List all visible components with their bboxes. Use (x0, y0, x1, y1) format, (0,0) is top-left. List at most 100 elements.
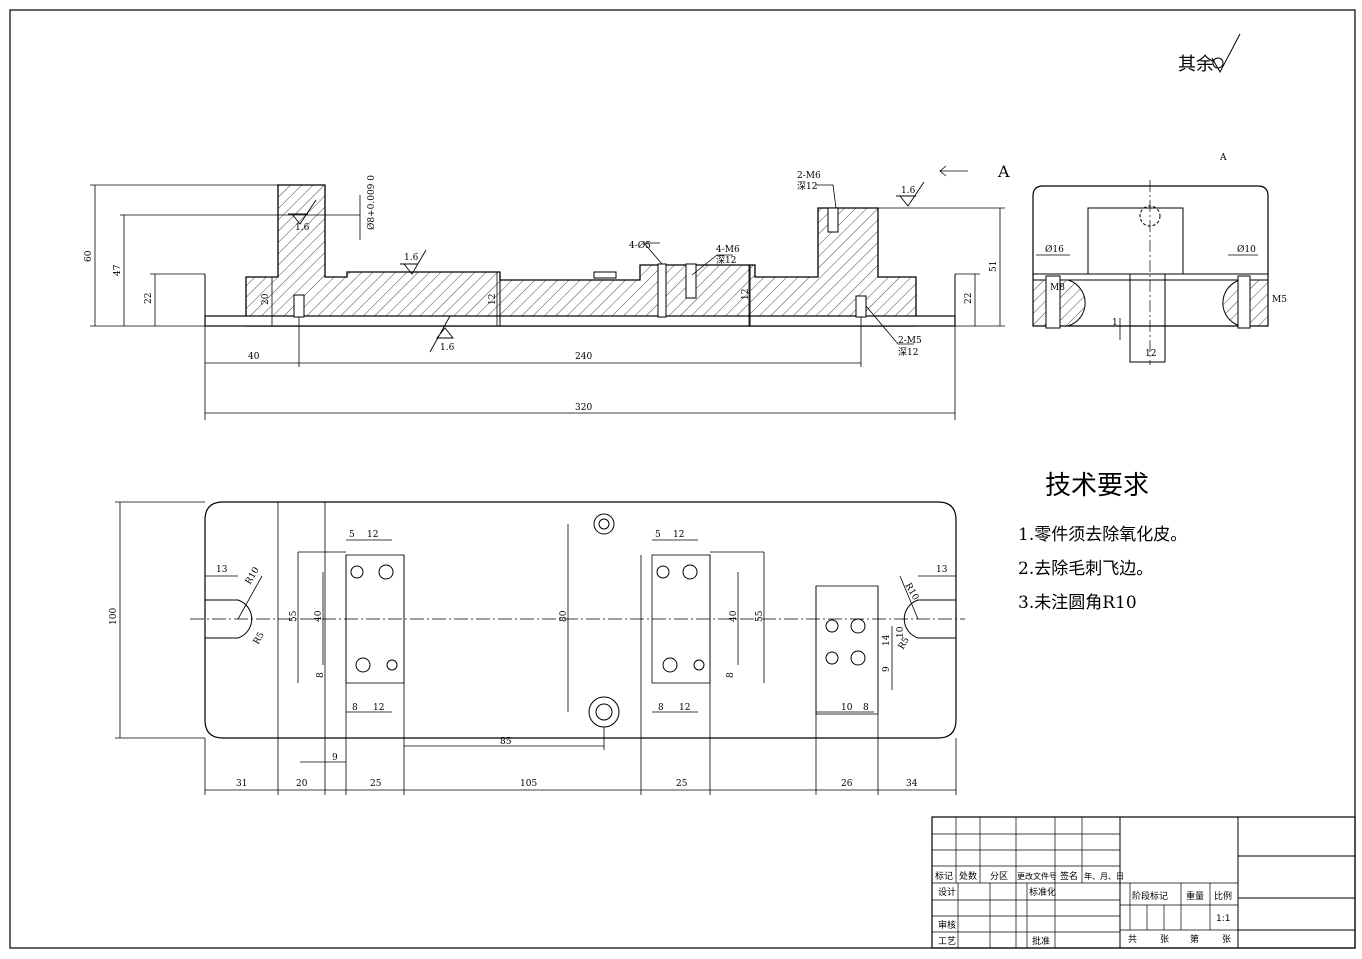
svg-text:9: 9 (882, 666, 892, 672)
sheet-border (9, 9, 1356, 949)
svg-text:13: 13 (216, 565, 228, 575)
svg-text:12: 12 (741, 289, 751, 300)
svg-text:A: A (997, 162, 1010, 181)
svg-text:5: 5 (655, 530, 661, 540)
svg-text:1:1: 1:1 (1216, 914, 1230, 924)
surface-roughness-note: 其余 (1178, 33, 1241, 75)
front-view: 1.6 1.6 1.6 1.6 2-M6 深12 4-Ø5 4-M6 深12 2… (84, 162, 1010, 420)
svg-text:25: 25 (676, 779, 688, 789)
svg-text:12: 12 (373, 703, 384, 713)
svg-text:R10: R10 (244, 565, 262, 586)
svg-text:40: 40 (314, 610, 324, 622)
svg-text:34: 34 (906, 779, 918, 789)
svg-text:5: 5 (349, 530, 355, 540)
svg-text:20: 20 (296, 779, 308, 789)
svg-text:12: 12 (679, 703, 690, 713)
svg-text:批准: 批准 (1032, 935, 1050, 947)
svg-text:22: 22 (964, 293, 974, 304)
svg-text:100: 100 (109, 608, 119, 625)
svg-text:1.6: 1.6 (404, 253, 419, 263)
svg-text:年、月、日: 年、月、日 (1084, 871, 1124, 881)
svg-text:2-M5: 2-M5 (898, 336, 922, 346)
svg-text:比例: 比例 (1214, 890, 1232, 902)
svg-text:8: 8 (863, 703, 869, 713)
svg-text:12: 12 (1145, 349, 1156, 359)
svg-text:22: 22 (144, 293, 154, 304)
title-block-text: 标记 处数 分区 更改文件号 签名 年、月、日 设计 标准化 阶段标记 重量 比… (935, 870, 1232, 947)
svg-text:M8: M8 (1050, 283, 1065, 293)
svg-text:1.6: 1.6 (440, 343, 455, 353)
svg-text:8: 8 (658, 703, 664, 713)
svg-text:4-M6: 4-M6 (716, 245, 740, 255)
svg-text:阶段标记: 阶段标记 (1132, 890, 1168, 902)
svg-text:51: 51 (989, 261, 999, 272)
svg-text:12: 12 (673, 530, 684, 540)
tech-requirements: 技术要求 1.零件须去除氧化皮。 2.去除毛刺飞边。 3.未注圆角R10 (1018, 471, 1187, 613)
svg-text:R5: R5 (252, 630, 267, 646)
svg-text:14: 14 (882, 634, 892, 646)
svg-text:40: 40 (729, 610, 739, 622)
svg-text:31: 31 (236, 779, 247, 789)
svg-text:2-M6: 2-M6 (797, 171, 821, 181)
svg-text:8: 8 (316, 672, 326, 678)
svg-text:47: 47 (113, 264, 123, 276)
svg-text:深12: 深12 (898, 347, 918, 358)
svg-text:审核: 审核 (938, 919, 956, 931)
svg-text:重量: 重量 (1186, 890, 1204, 902)
svg-text:M5: M5 (1272, 295, 1287, 305)
svg-text:设计: 设计 (938, 886, 956, 898)
svg-text:Ø10: Ø10 (1237, 244, 1256, 255)
svg-text:张: 张 (1222, 934, 1231, 945)
svg-text:共: 共 (1128, 934, 1137, 945)
svg-text:55: 55 (289, 610, 299, 622)
svg-text:处数: 处数 (959, 870, 977, 882)
svg-text:80: 80 (559, 610, 569, 622)
svg-text:1: 1 (1112, 318, 1118, 328)
svg-text:A: A (1219, 153, 1227, 163)
svg-text:105: 105 (520, 779, 537, 789)
svg-text:标记: 标记 (935, 870, 953, 882)
svg-text:分区: 分区 (990, 871, 1008, 882)
svg-text:R10: R10 (902, 582, 920, 603)
svg-text:320: 320 (575, 403, 592, 413)
svg-text:张: 张 (1160, 934, 1169, 945)
top-view: 100 R10 R10 R5 R5 13 13 5 12 5 12 55 40 … (109, 501, 965, 795)
side-view-a: A Ø16 Ø10 M8 M5 12 1 (1032, 153, 1287, 365)
svg-text:深12: 深12 (716, 255, 736, 266)
svg-text:12: 12 (488, 294, 498, 305)
svg-text:10: 10 (896, 626, 906, 638)
svg-text:85: 85 (500, 737, 512, 747)
svg-text:26: 26 (841, 779, 853, 789)
tech-item: 2.去除毛刺飞边。 (1018, 559, 1153, 579)
svg-text:9: 9 (332, 753, 338, 763)
svg-text:10: 10 (841, 703, 853, 713)
svg-text:深12: 深12 (797, 181, 817, 192)
tech-item: 3.未注圆角R10 (1018, 593, 1137, 613)
tech-item: 1.零件须去除氧化皮。 (1018, 525, 1187, 545)
svg-text:240: 240 (575, 352, 592, 362)
svg-text:12: 12 (367, 530, 378, 540)
svg-text:13: 13 (936, 565, 948, 575)
svg-text:8: 8 (352, 703, 358, 713)
svg-text:更改文件号: 更改文件号 (1017, 871, 1057, 881)
svg-text:40: 40 (248, 352, 260, 362)
svg-text:Ø8+0.009 0: Ø8+0.009 0 (366, 175, 377, 230)
svg-text:1.6: 1.6 (295, 223, 310, 233)
svg-text:工艺: 工艺 (938, 936, 956, 947)
title-block (931, 816, 1356, 949)
svg-text:Ø16: Ø16 (1045, 244, 1064, 255)
svg-text:55: 55 (755, 610, 765, 622)
svg-text:其余: 其余 (1178, 54, 1214, 75)
svg-text:25: 25 (370, 779, 382, 789)
svg-text:60: 60 (84, 250, 94, 262)
tech-title: 技术要求 (1045, 471, 1149, 501)
front-view-section (245, 184, 917, 327)
svg-text:20: 20 (261, 293, 271, 305)
svg-text:4-Ø5: 4-Ø5 (629, 240, 651, 251)
svg-text:1.6: 1.6 (901, 186, 916, 196)
svg-text:第: 第 (1190, 933, 1199, 945)
svg-text:8: 8 (726, 672, 736, 678)
svg-text:标准化: 标准化 (1029, 886, 1056, 898)
svg-text:签名: 签名 (1060, 870, 1078, 882)
